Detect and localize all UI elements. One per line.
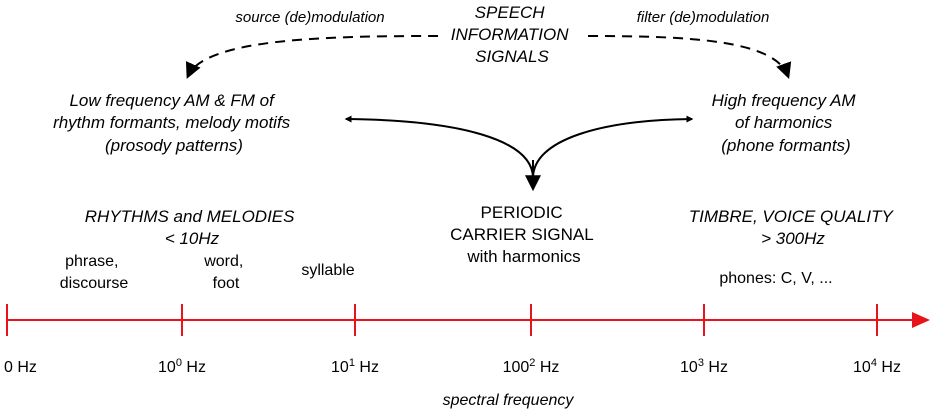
phrase-discourse-label: phrase, discourse [60,253,129,292]
axis-tick-label: 104 Hz [853,357,901,376]
axis-tick-label: 0 Hz [4,359,37,376]
spectral-frequency-axis-title: spectral frequency [443,392,575,409]
frequency-axis-arrowhead [912,312,930,328]
word-foot-label: word, foot [203,253,248,292]
low-frequency-am-fm-label: Low frequency AM & FM of rhythm formants… [53,91,295,155]
axis-tick-labels: 0 Hz 100 Hz 101 Hz 1002 Hz 103 Hz 104 Hz [4,357,901,376]
axis-tick-label: 103 Hz [680,357,728,376]
high-frequency-am-label: High frequency AM of harmonics (phone fo… [712,91,861,155]
source-demodulation-arrow [185,35,439,79]
axis-tick-label: 1002 Hz [503,357,560,376]
phones-label: phones: C, V, ... [719,270,832,287]
axis-ticks [6,304,878,336]
carrier-to-low-frequency-arrow [344,115,534,179]
carrier-to-high-frequency-arrow [532,115,694,179]
filter-demodulation-arrow [587,35,792,80]
timbre-voice-quality-label: TIMBRE, VOICE QUALITY > 300Hz [689,207,897,248]
source-demodulation-label: source (de)modulation [235,9,384,26]
filter-demodulation-label: filter (de)modulation [637,9,770,26]
axis-tick-label: 101 Hz [331,357,379,376]
speech-information-signals-label: SPEECH INFORMATION SIGNALS [451,3,573,66]
frequency-axis [7,312,930,328]
rhythms-melodies-label: RHYTHMS and MELODIES < 10Hz [85,207,299,248]
syllable-label: syllable [301,262,354,279]
axis-tick-label: 100 Hz [158,357,206,376]
periodic-carrier-label: PERIODIC CARRIER SIGNAL with harmonics [450,203,598,266]
